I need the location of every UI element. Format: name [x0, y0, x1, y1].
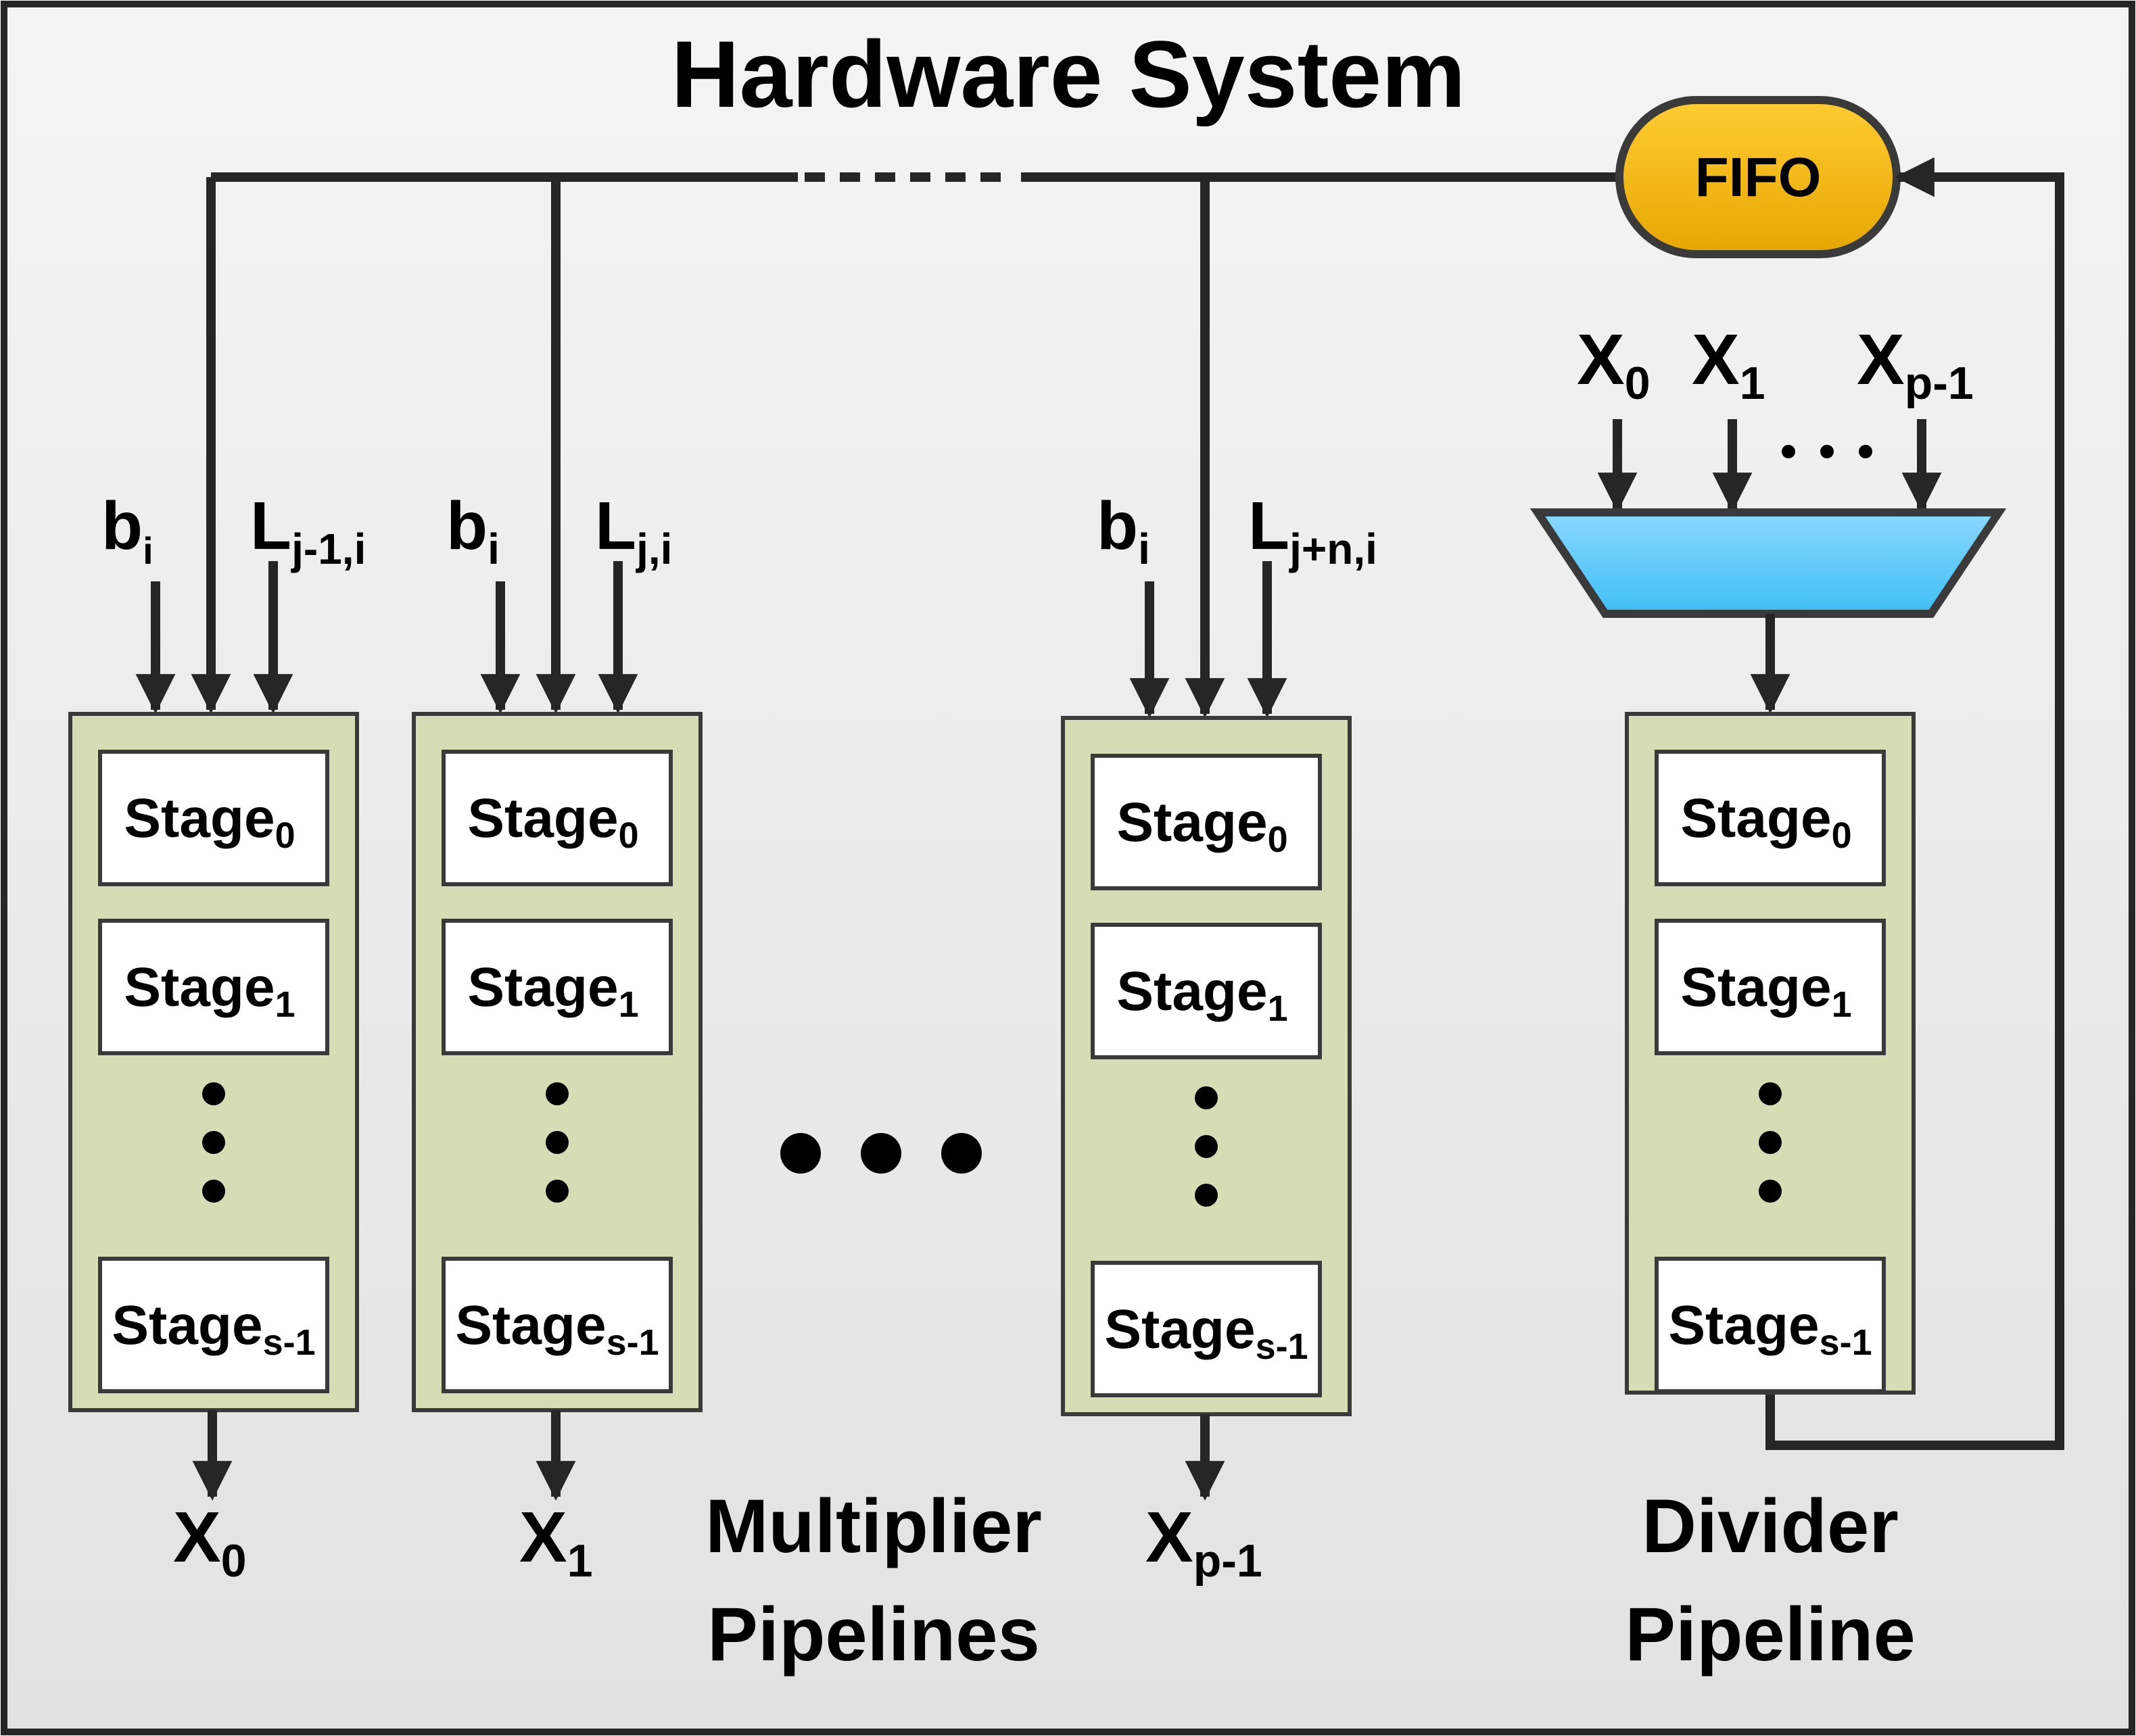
stage-label: Stage0: [1680, 788, 1851, 856]
stage-ellipsis-dot: [546, 1082, 569, 1105]
stage-ellipsis-dot: [202, 1082, 225, 1105]
pipelines-group: Stage0Stage1Stages-1Stage0Stage1Stages-1…: [68, 712, 1916, 1416]
bus-drops: [191, 177, 1225, 718]
divider-input-ellipsis: [1782, 445, 1872, 458]
stage-box: [98, 1257, 329, 1393]
fifo-block: FIFO: [1615, 96, 1901, 258]
stage-label: Stages-1: [1668, 1295, 1872, 1363]
pipeline-2-l-label: Lj+n,i: [1248, 488, 1377, 573]
stage-box: [1091, 1261, 1322, 1397]
fifo-label: FIFO: [1695, 147, 1822, 208]
stage-ellipsis-dot: [1195, 1135, 1218, 1158]
output-2-label: Xp-1: [1145, 1497, 1262, 1587]
diagram-title: Hardware System: [671, 21, 1465, 127]
stage-box: [1091, 754, 1322, 890]
output-arrows: [192, 1410, 1225, 1501]
output-labels: X0 X1 Xp-1: [173, 1497, 1262, 1587]
stage-box: [98, 919, 329, 1055]
multiplier-input-arrows: [135, 561, 1287, 718]
divider-caption-line-1: Divider: [1642, 1484, 1899, 1568]
stage-ellipsis-dot: [546, 1131, 569, 1154]
stage-box: [1091, 923, 1322, 1059]
divider-input-2-label: Xp-1: [1857, 320, 1974, 409]
divider-caption: Divider Pipeline: [1625, 1484, 1915, 1677]
stage-label: Stage0: [467, 788, 638, 856]
divider-caption-line-2: Pipeline: [1625, 1592, 1915, 1677]
pipeline-1-b-label: bi: [446, 488, 500, 573]
stage-ellipsis-dot: [1759, 1131, 1782, 1154]
stage-label: Stage1: [1116, 961, 1287, 1029]
multiplier-input-labels: bi Lj-1,i bi Lj,i bi Lj+n,i: [101, 488, 1377, 573]
multiplier-caption-line-2: Pipelines: [707, 1592, 1040, 1677]
stage-box: [442, 750, 673, 886]
stage-ellipsis-dot: [1759, 1082, 1782, 1105]
stage-ellipsis-dot: [1195, 1184, 1218, 1207]
stage-label: Stage1: [1680, 957, 1851, 1025]
stage-box: [1655, 919, 1886, 1055]
stage-box: [98, 750, 329, 886]
stage-label: Stage0: [1116, 792, 1287, 860]
divider-input-1-label: X1: [1692, 320, 1765, 409]
stage-ellipsis-dot: [1195, 1086, 1218, 1109]
stage-box: [442, 1257, 673, 1393]
divider-input-mux: [1529, 508, 2007, 618]
stage-label: Stage1: [124, 957, 295, 1025]
multiplier-caption: Multiplier Pipelines: [705, 1484, 1042, 1677]
stage-box: [442, 919, 673, 1055]
divider-input-0-label: X0: [1577, 320, 1651, 409]
output-0-label: X0: [173, 1497, 247, 1587]
pipeline-0-l-label: Lj-1,i: [250, 488, 366, 573]
stage-label: Stage0: [124, 788, 295, 856]
stage-label: Stages-1: [1104, 1299, 1308, 1367]
divider-input-arrows: [1597, 419, 1942, 512]
stage-ellipsis-dot: [202, 1131, 225, 1154]
pipeline-1-l-label: Lj,i: [595, 488, 672, 573]
divider-input-labels: X0 X1 Xp-1: [1577, 320, 1974, 409]
stage-label: Stages-1: [455, 1295, 659, 1363]
stage-box: [1655, 750, 1886, 886]
stage-ellipsis-dot: [202, 1180, 225, 1203]
stage-ellipsis-dot: [546, 1180, 569, 1203]
feedback-loop: [1765, 157, 2064, 1450]
stage-label: Stage1: [467, 957, 638, 1025]
stage-label: Stages-1: [112, 1295, 315, 1363]
pipelines-ellipsis: [780, 1133, 982, 1174]
pipeline-2-b-label: bi: [1097, 488, 1150, 573]
output-1-label: X1: [519, 1497, 593, 1587]
multiplier-caption-line-1: Multiplier: [705, 1484, 1042, 1568]
stage-box: [1655, 1257, 1886, 1393]
stage-ellipsis-dot: [1759, 1180, 1782, 1203]
pipeline-0-b-label: bi: [101, 488, 153, 572]
